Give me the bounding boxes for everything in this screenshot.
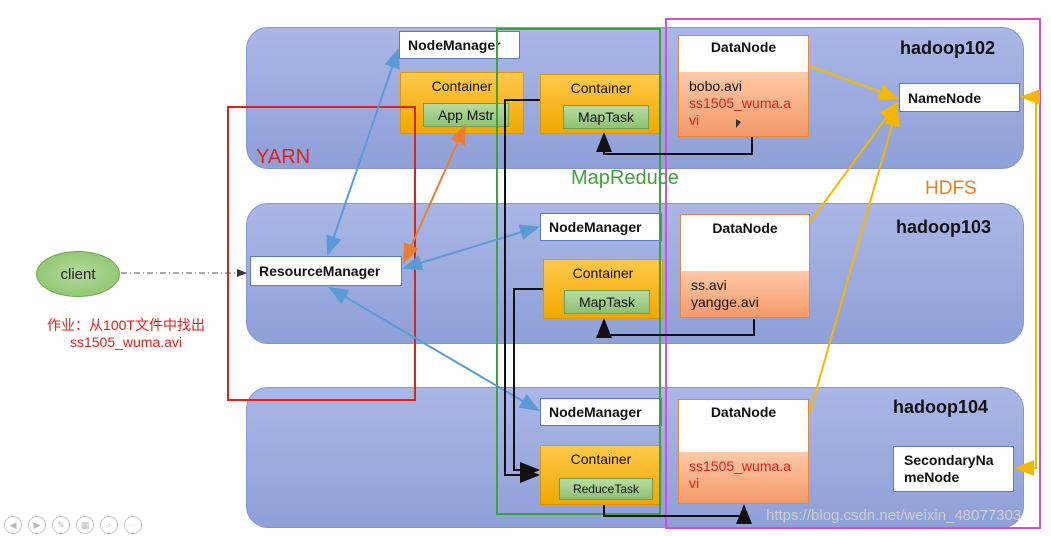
forward-icon[interactable]: ▶	[28, 516, 46, 534]
dn104-to-nn-arrow	[809, 106, 900, 413]
container-reducetask-104: Container ReduceTask	[540, 445, 662, 505]
file-item: ss1505_wuma.a	[689, 458, 791, 474]
name-node: NameNode	[899, 83, 1020, 112]
node-manager-102-label: NodeManager	[408, 37, 501, 53]
hdfs-frame	[665, 18, 1041, 529]
hdfs-label: HDFS	[925, 178, 977, 199]
watermark: https://blog.csdn.net/weixin_48077303	[766, 507, 1022, 524]
reduce-to-dn104-arrow	[603, 504, 752, 524]
file-item: vi	[689, 475, 700, 491]
container-label: Container	[570, 80, 632, 96]
container-label: Container	[570, 451, 632, 467]
homework-note: 作业：从100T文件中找出 ss1505_wuma.avi	[36, 317, 216, 351]
file-item: vi	[689, 112, 700, 128]
zoom-icon[interactable]: ⌕	[100, 516, 118, 534]
reduce-task-104: ReduceTask	[559, 478, 653, 500]
data-node-102: DataNode bobo.avi ss1505_wuma.a vi	[678, 35, 809, 137]
file-item: bobo.avi	[689, 78, 742, 94]
data-node-103-files: ss.avi yangge.avi	[681, 271, 809, 317]
secondary-name-node-line-1: SecondaryNa	[904, 452, 994, 468]
more-icon[interactable]: ⋯	[124, 516, 142, 534]
hostname-hadoop104: hadoop104	[893, 397, 989, 417]
pen-icon[interactable]: ✎	[52, 516, 70, 534]
name-node-label: NameNode	[908, 89, 982, 106]
hostname-hadoop102: hadoop102	[900, 38, 996, 58]
dn103-to-maptask-arrow	[596, 318, 755, 338]
resource-manager: ResourceManager	[250, 256, 402, 286]
secondary-name-node-line-2: meNode	[904, 469, 960, 485]
container-maptask-103: Container MapTask	[543, 259, 663, 319]
resource-manager-label: ResourceManager	[259, 263, 381, 279]
data-node-103-title: DataNode	[712, 220, 778, 236]
container-maptask-102: Container MapTask	[540, 74, 662, 134]
data-node-104: DataNode ss1505_wuma.a vi	[678, 399, 809, 504]
data-node-104-files: ss1505_wuma.a vi	[679, 452, 808, 503]
client-label: client	[60, 265, 96, 283]
node-manager-103-label: NodeManager	[549, 219, 642, 235]
file-item: ss.avi	[691, 277, 727, 293]
maptask103-to-reduce-arrow	[513, 288, 543, 478]
slide-toolbar: ◀ ▶ ✎ ▦ ⌕ ⋯	[4, 516, 142, 534]
homework-line-1: 作业：从100T文件中找出	[47, 317, 205, 333]
rm-appmaster-arrow	[403, 124, 466, 264]
data-node-103: DataNode ss.avi yangge.avi	[680, 214, 810, 318]
cursor-icon	[736, 119, 741, 128]
slides-icon[interactable]: ▦	[76, 516, 94, 534]
nn-to-snn-arrow	[1014, 96, 1037, 476]
map-task-102: MapTask	[563, 105, 649, 129]
client-node: client	[36, 251, 120, 297]
data-node-102-files: bobo.avi ss1505_wuma.a vi	[679, 72, 808, 136]
container-label: Container	[572, 265, 634, 281]
container-app-master: Container App Mstr	[400, 72, 524, 134]
container-label: Container	[431, 78, 493, 94]
node-manager-104: NodeManager	[540, 398, 662, 426]
rm-nm102-arrow	[326, 48, 400, 256]
file-item: ss1505_wuma.a	[689, 95, 791, 111]
dn102-to-maptask-arrow	[596, 132, 753, 155]
dn102-to-nn-arrow	[809, 65, 899, 100]
rm-nm104-arrow	[328, 286, 540, 412]
homework-line-2: ss1505_wuma.avi	[69, 334, 183, 350]
back-icon[interactable]: ◀	[4, 516, 22, 534]
node-manager-102: NodeManager	[399, 31, 520, 59]
map-task-103: MapTask	[564, 290, 650, 314]
node-manager-103: NodeManager	[540, 213, 662, 241]
mapreduce-frame	[496, 28, 661, 515]
hostname-hadoop103: hadoop103	[896, 217, 992, 237]
data-node-104-title: DataNode	[710, 404, 777, 420]
dn103-to-nn-arrow	[809, 101, 899, 223]
yarn-label: YARN	[256, 146, 311, 168]
node-manager-104-label: NodeManager	[549, 404, 642, 420]
app-master-task: App Mstr	[423, 103, 509, 127]
secondary-name-node: SecondaryNa meNode	[893, 446, 1014, 492]
file-item: yangge.avi	[691, 294, 759, 310]
mapreduce-label: MapReduce	[571, 167, 679, 189]
rm-nm103-arrow	[402, 224, 540, 271]
data-node-102-title: DataNode	[710, 39, 777, 55]
maptask102-to-reduce-arrow	[504, 99, 540, 483]
